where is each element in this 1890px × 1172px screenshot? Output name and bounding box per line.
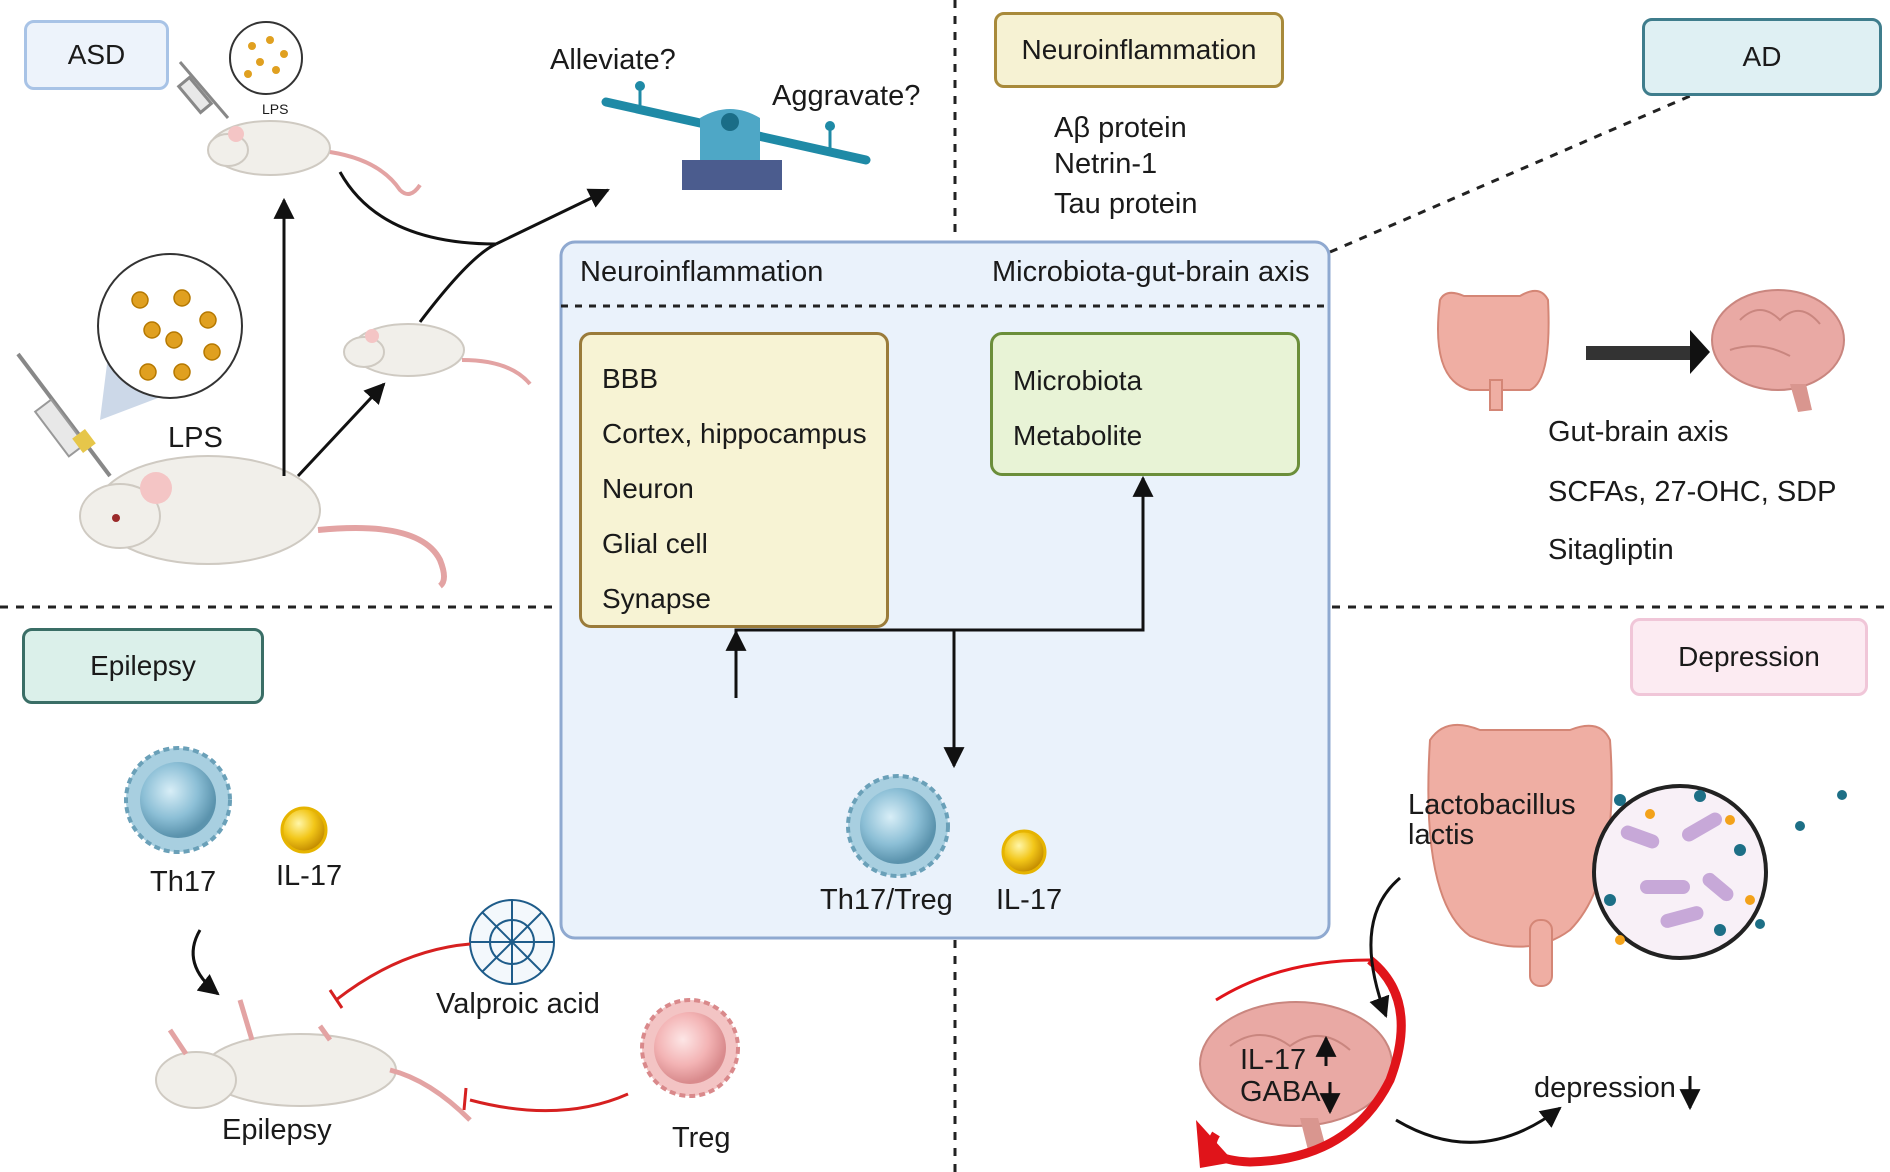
- alleviate-label: Alleviate?: [550, 44, 676, 76]
- center-il17-label: IL-17: [996, 884, 1063, 916]
- lps-large-label: LPS: [168, 422, 223, 454]
- ad-tag: AD: [1642, 18, 1882, 96]
- il17-icon-center: [1001, 829, 1047, 875]
- th17-label: Th17: [150, 866, 217, 898]
- neuro-box-item-4: Glial cell: [602, 528, 708, 559]
- microbiota-circle-icon: [1592, 784, 1768, 960]
- ad-item-3: Sitagliptin: [1548, 534, 1674, 566]
- seesaw-icon: [601, 81, 871, 190]
- small-lps-particles: [244, 36, 288, 78]
- small-syringe-icon: [176, 61, 230, 119]
- neuro-box-item-3: Neuron: [602, 473, 694, 504]
- asd-tag-label: ASD: [67, 39, 126, 70]
- center-connectors: [725, 475, 1154, 769]
- aggravate-label: Aggravate?: [772, 80, 921, 112]
- th17-treg-label: Th17/Treg: [820, 884, 953, 916]
- il17-icon-epilepsy: [280, 806, 328, 854]
- valproic-acid-label: Valproic acid: [436, 988, 600, 1020]
- small-mouse-icon: [207, 120, 422, 196]
- fullerene-icon: [469, 899, 555, 985]
- neuroinflammation-item-1: Aβ protein: [1054, 112, 1187, 144]
- lps-small-label: LPS: [262, 101, 289, 117]
- depression-tag-label: Depression: [1678, 641, 1820, 672]
- epilepsy-il17-label: IL-17: [276, 860, 343, 892]
- bacterium-to-brain-arrow: [1369, 876, 1401, 1018]
- treg-cell-icon: [640, 998, 740, 1098]
- inhibit-lines: [328, 942, 629, 1113]
- asd-arrows: [273, 171, 610, 478]
- red-cycle-top: [1215, 958, 1371, 1002]
- neuroinflammation-tag-label: Neuroinflammation: [1021, 34, 1257, 65]
- neuro-box-item-2: Cortex, hippocampus: [602, 418, 867, 449]
- depression-tag: Depression: [1630, 618, 1868, 696]
- neuroinflammation-tag: Neuroinflammation: [994, 12, 1284, 88]
- microbiota-box-item-2: Metabolite: [1013, 420, 1143, 451]
- depression-il17-label: IL-17: [1240, 1044, 1307, 1076]
- center-header-left: Neuroinflammation: [580, 256, 824, 288]
- black-arrow-icon: [1586, 330, 1710, 374]
- asd-tag: ASD: [24, 20, 169, 90]
- middle-mouse-icon: [343, 323, 532, 386]
- th17-cell-icon: [124, 746, 232, 854]
- center-header-right: Microbiota-gut-brain axis: [992, 256, 1310, 288]
- neuroinflammation-item-3: Tau protein: [1054, 188, 1198, 220]
- epileptic-mouse-icon: [155, 999, 472, 1122]
- th17-to-mouse-arrow: [191, 929, 220, 996]
- small-lps-bubble: [229, 21, 303, 95]
- microbiota-box-item-1: Microbiota: [1013, 365, 1143, 396]
- neuro-box-item-5: Synapse: [602, 583, 711, 614]
- epilepsy-tag: Epilepsy: [22, 628, 264, 704]
- depression-gaba-label: GABA: [1240, 1076, 1321, 1108]
- epilepsy-tag-label: Epilepsy: [90, 650, 196, 681]
- scattered-particles: [1755, 790, 1847, 929]
- large-mouse-icon: [79, 455, 447, 589]
- lactobacillus-label: Lactobacillus lactis: [1408, 789, 1576, 852]
- depression-outcome-label: depression: [1534, 1072, 1676, 1104]
- ad-tag-label: AD: [1742, 41, 1782, 72]
- intestine-icon-ad: [1437, 289, 1550, 411]
- treg-label: Treg: [672, 1122, 731, 1154]
- neuroinflammation-item-2: Netrin-1: [1054, 148, 1158, 180]
- intestine-icon-depression: [1427, 723, 1613, 987]
- ad-item-1: Gut-brain axis: [1548, 416, 1729, 448]
- epilepsy-outcome-label: Epilepsy: [222, 1114, 332, 1146]
- neuro-box: BBB Cortex, hippocampus Neuron Glial cel…: [579, 332, 889, 628]
- brain-to-depression-arrow: [1395, 1106, 1562, 1144]
- ad-item-2: SCFAs, 27-OHC, SDP: [1548, 476, 1837, 508]
- large-syringe-icon: [16, 352, 112, 478]
- microbiota-box: Microbiota Metabolite: [990, 332, 1300, 476]
- th17-treg-cell-icon: [846, 774, 950, 878]
- brain-icon-ad: [1711, 289, 1845, 412]
- large-lps-bubble: [97, 253, 243, 399]
- neuro-box-item-1: BBB: [602, 363, 659, 394]
- large-lps-particles: [131, 289, 221, 381]
- red-cycle-arrowhead: [1196, 1120, 1234, 1168]
